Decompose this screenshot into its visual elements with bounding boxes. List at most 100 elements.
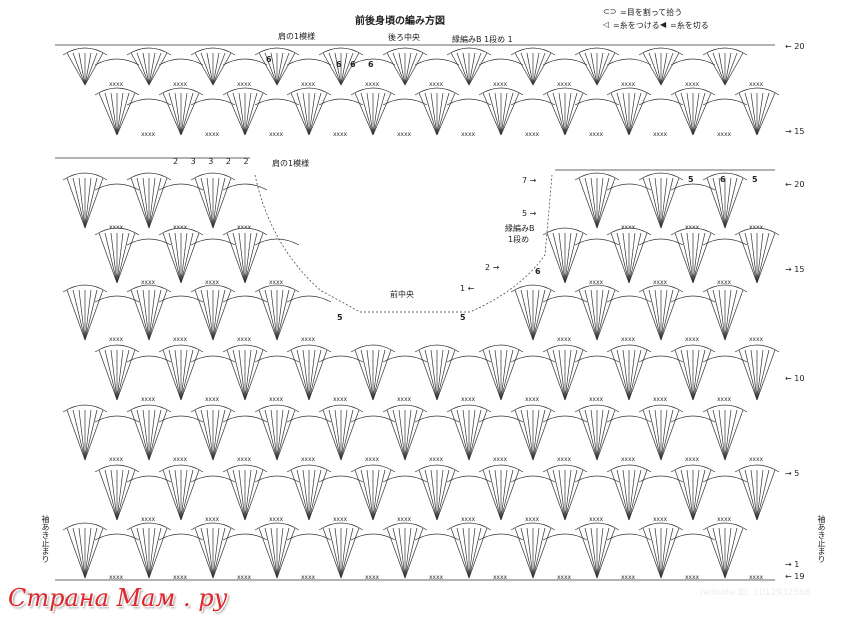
chain-loop [574,238,620,246]
stitch-fan-line [78,289,86,341]
stitch-fan-line [180,469,194,521]
chain-arch [222,464,268,473]
single-crochet-marks: xxxx [237,456,252,463]
stitch-fan-line [244,469,258,521]
stitch-fan-line [674,232,694,284]
stitch-fan-line [372,349,380,401]
stitch-fan-line [564,232,584,284]
stitch-fan-line [642,289,662,341]
stitch-fan-line [66,409,86,461]
stitch-fan-line [136,409,150,461]
chain-loop [190,475,236,483]
stitch-fan-line [116,232,130,284]
stitch-fan-line [276,409,284,461]
neck-marker-1: 1 ← [460,284,475,293]
stitch-fan-line [660,409,674,461]
stitch-fan-line [590,289,598,341]
stitch-fan-line [724,177,738,229]
stitch-fan-line [162,232,182,284]
stitch-fan-line [436,469,450,521]
single-crochet-marks: xxxx [429,456,444,463]
stitch-fan-line [226,469,246,521]
single-crochet-marks: xxxx [589,516,604,523]
chain-arch [542,344,588,353]
single-crochet-marks: xxxx [685,456,700,463]
stitch-fan-line [84,289,104,341]
chain-loop [318,98,364,106]
stitch-fan-line [212,52,220,86]
stitch-fan-line [552,349,566,401]
stitch-fan-line [148,289,168,341]
stitch-fan-line [526,289,534,341]
stitch-fan-line [436,92,456,136]
stitch-fan-line [66,177,86,229]
single-crochet-marks: xxxx [749,456,764,463]
front-count: 5 [752,175,758,184]
stitch-fan-line [436,349,444,401]
stitch-fan-line [372,92,380,136]
stitch-fan-line [116,349,130,401]
chain-arch [254,284,300,293]
back-edging-label: 縁編みB 1段め 1 [452,35,513,44]
stitch-fan-line [244,232,258,284]
stitch-fan-line [302,469,310,521]
stitch-fan-line [136,177,150,229]
row-marker-10: ← 10 [785,374,805,383]
stitch-fan-line [532,52,552,86]
back-count: 6 [350,60,356,69]
single-crochet-marks: xxxx [557,574,572,581]
stitch-fan-line [610,469,630,521]
stitch-fan-line [456,527,470,579]
stitch-fan-line [738,349,758,401]
stitch-fan-line [706,177,726,229]
stitch-fan-line [724,177,732,229]
chain-arch [702,284,748,293]
stitch-fan-line [488,469,502,521]
stitch-fan-line [564,349,578,401]
stitch-fan-line [194,409,214,461]
stitch-fan-line [596,52,616,86]
stitch-fan-line [750,232,758,284]
stitch-fan-line [276,409,296,461]
stitch-fan-line [360,349,374,401]
stitch-fan-line [372,469,380,521]
single-crochet-marks: xxxx [173,81,188,88]
chain-loop [318,355,364,363]
stitch-fan-line [404,52,418,86]
stitch-fan-line [744,92,758,136]
chain-loop [638,238,684,246]
stitch-fan-line [238,469,246,521]
stitch-fan-line [724,409,732,461]
stitch-fan-line [174,92,182,136]
stitch-fan-line [244,349,264,401]
single-crochet-marks: xxxx [717,279,732,286]
stitch-fan-line [404,527,418,579]
stitch-fan-line [418,469,438,521]
single-crochet-marks: xxxx [141,516,156,523]
stitch-fan-line [174,349,182,401]
stitch-fan-line [110,232,118,284]
stitch-fan-line [136,289,150,341]
stitch-fan-line [84,409,92,461]
single-crochet-marks: xxxx [493,81,508,88]
single-crochet-marks: xxxx [429,81,444,88]
chain-arch [94,227,140,236]
single-crochet-marks: xxxx [269,396,284,403]
chain-arch [62,404,108,413]
chain-arch [62,284,108,293]
front-center-label: 前中央 [390,290,414,299]
single-crochet-marks: xxxx [269,131,284,138]
stitch-fan-line [596,289,604,341]
stitch-fan-line [436,92,450,136]
stitch-fan-line [494,92,502,136]
chain-loop [94,533,140,541]
chain-arch [542,87,588,96]
stitch-fan-line [424,469,438,521]
single-crochet-marks: xxxx [109,456,124,463]
stitch-fan-line [148,409,156,461]
stitch-fan-line [706,527,726,579]
chain-loop [286,295,332,303]
stitch-fan-line [116,232,124,284]
stitch-fan-line [596,527,616,579]
stitch-fan-line [116,469,136,521]
